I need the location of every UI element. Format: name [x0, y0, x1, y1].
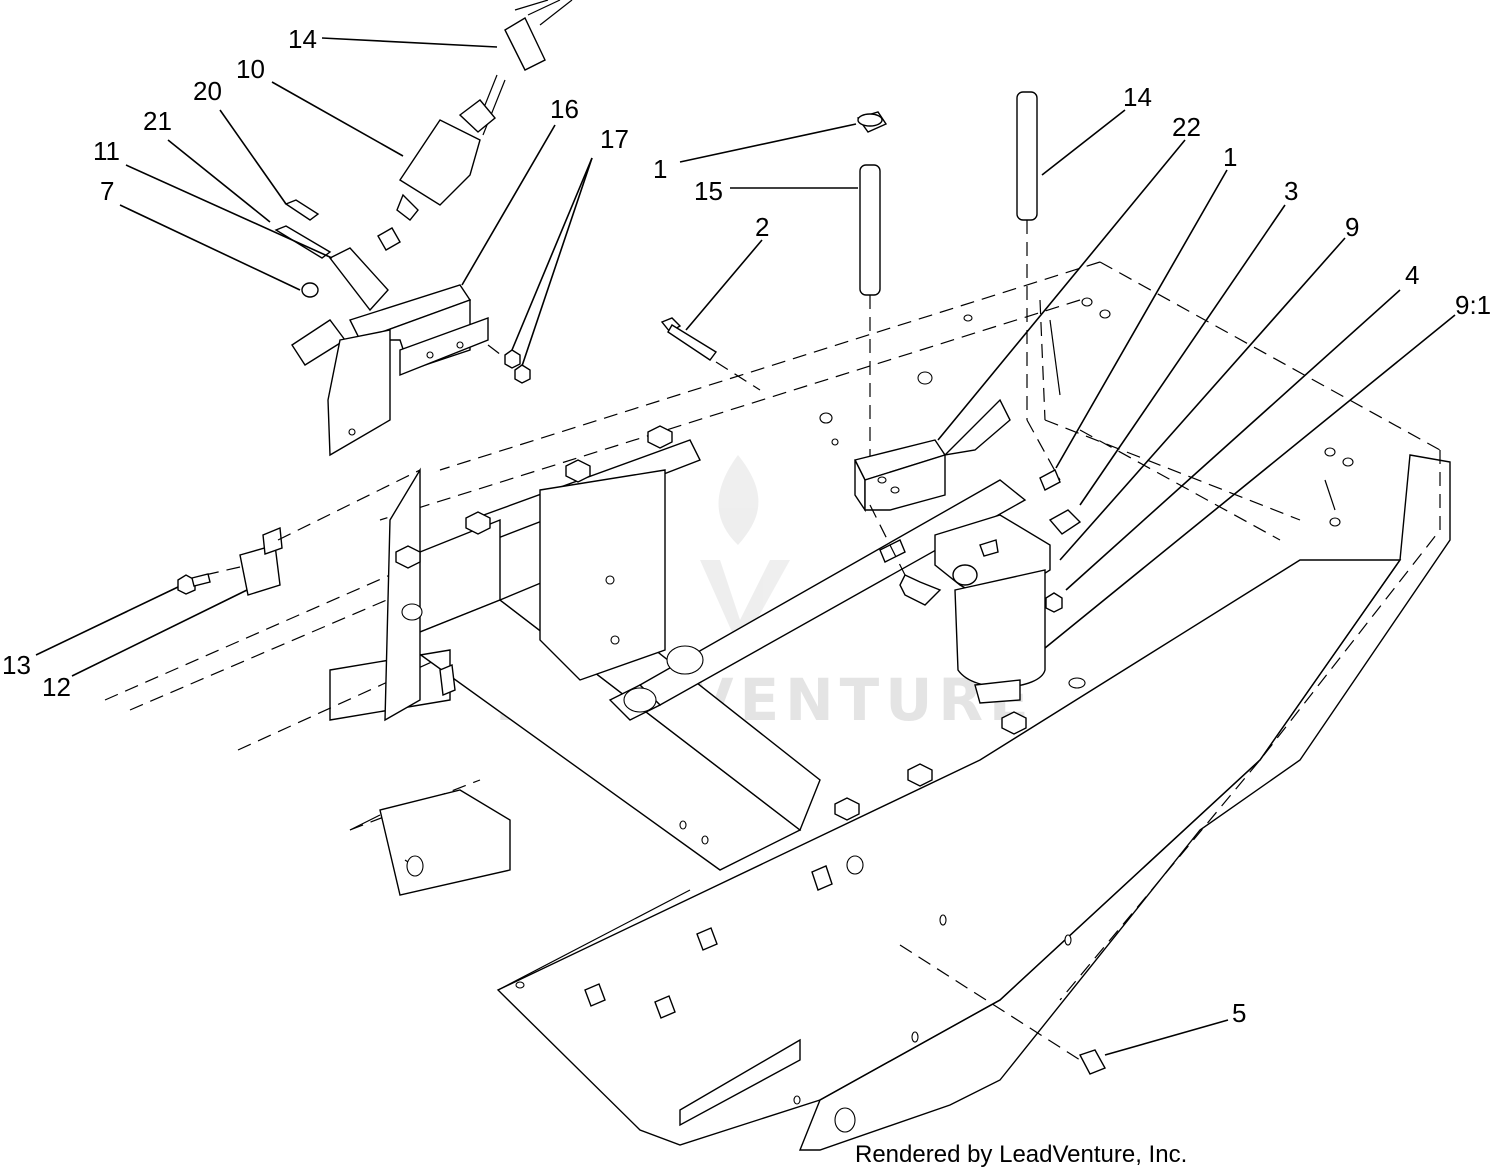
- callout-labels: 14 10 20 21 11 7 16 17 1 15 2 14 22 1 3 …: [2, 24, 1491, 1028]
- callout-13: 13: [2, 650, 31, 680]
- render-credit: Rendered by LeadVenture, Inc.: [855, 1141, 1187, 1168]
- hose-clamp-and-hose: [856, 111, 888, 470]
- callout-1-right: 1: [1223, 142, 1237, 172]
- callout-1-top: 1: [653, 154, 667, 184]
- bracket-nuts: [487, 344, 531, 384]
- callout-2: 2: [755, 212, 769, 242]
- frame-holes: [401, 297, 1354, 1133]
- inline-fuel-filter: [377, 99, 496, 251]
- callout-22: 22: [1172, 112, 1201, 142]
- callout-16: 16: [550, 94, 579, 124]
- filter-bracket: [327, 284, 489, 457]
- fuel-hose-right: [1016, 91, 1061, 481]
- callout-14-top: 14: [288, 24, 317, 54]
- fuel-water-separator: [934, 514, 1063, 704]
- long-bolt: [660, 317, 761, 391]
- callout-9: 9: [1345, 212, 1359, 242]
- callout-5: 5: [1232, 998, 1246, 1028]
- callout-4: 4: [1405, 260, 1419, 290]
- callout-12: 12: [42, 672, 71, 702]
- callout-3: 3: [1284, 176, 1298, 206]
- callout-7: 7: [100, 176, 114, 206]
- clamp-hardware: [274, 199, 389, 366]
- fuel-filter-bracket: [831, 398, 1011, 513]
- relay-and-screw: [177, 469, 421, 596]
- frame: [104, 261, 1451, 1151]
- leader-lines: [35, 37, 1456, 1056]
- frame-pins: [439, 663, 833, 1019]
- callout-11: 11: [93, 136, 120, 166]
- callout-9-1: 9:1: [1455, 290, 1491, 320]
- callout-15: 15: [694, 176, 723, 206]
- hose-fittings: [869, 469, 1082, 606]
- floor-bolt: [899, 944, 1106, 1075]
- callout-10: 10: [236, 54, 265, 84]
- callout-20: 20: [193, 76, 222, 106]
- watermark-logo: [700, 455, 790, 650]
- callout-21: 21: [143, 106, 172, 136]
- callout-17: 17: [600, 124, 629, 154]
- frame-bolts: [395, 425, 1027, 821]
- callout-14-right: 14: [1123, 82, 1152, 112]
